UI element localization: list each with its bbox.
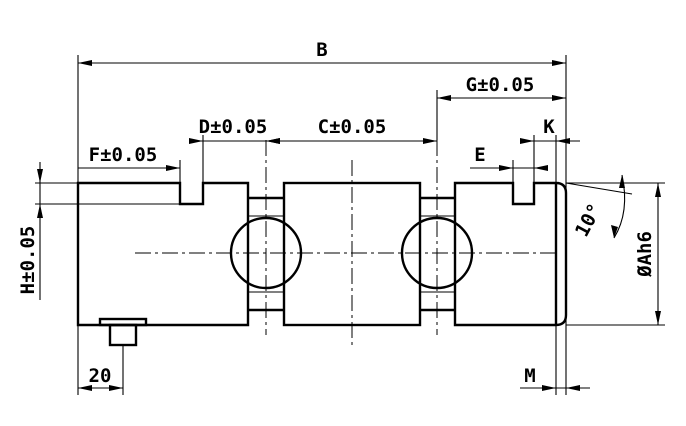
label-h: H±0.05	[17, 226, 39, 295]
center-lines	[135, 140, 560, 345]
label-m: M	[524, 365, 535, 387]
label-c: C±0.05	[318, 116, 387, 138]
label-k: K	[543, 116, 555, 138]
dimension-m: M	[520, 365, 590, 391]
load-cell-body	[76, 181, 568, 347]
dimension-c: C±0.05	[266, 116, 437, 144]
dimension-f: F±0.05	[78, 144, 180, 171]
dimension-g: G±0.05	[437, 74, 566, 101]
label-e: E	[474, 144, 485, 166]
dimension-a: ØAh6	[634, 183, 661, 325]
dimension-b: B	[78, 39, 566, 66]
extension-lines	[35, 55, 665, 395]
dimension-k: K	[520, 116, 580, 144]
label-b: B	[316, 39, 327, 61]
cable-gland	[98, 317, 148, 347]
label-d: D±0.05	[199, 116, 268, 138]
dimension-e: E	[470, 144, 548, 171]
dimension-20: 20	[78, 365, 123, 391]
dimension-h: H±0.05	[17, 162, 43, 300]
label-angle: 10°	[571, 200, 607, 241]
dimension-angle: 10°	[565, 174, 633, 241]
label-f: F±0.05	[89, 144, 158, 166]
label-g: G±0.05	[466, 74, 535, 96]
label-a: ØAh6	[634, 231, 656, 278]
label-20: 20	[89, 365, 112, 387]
